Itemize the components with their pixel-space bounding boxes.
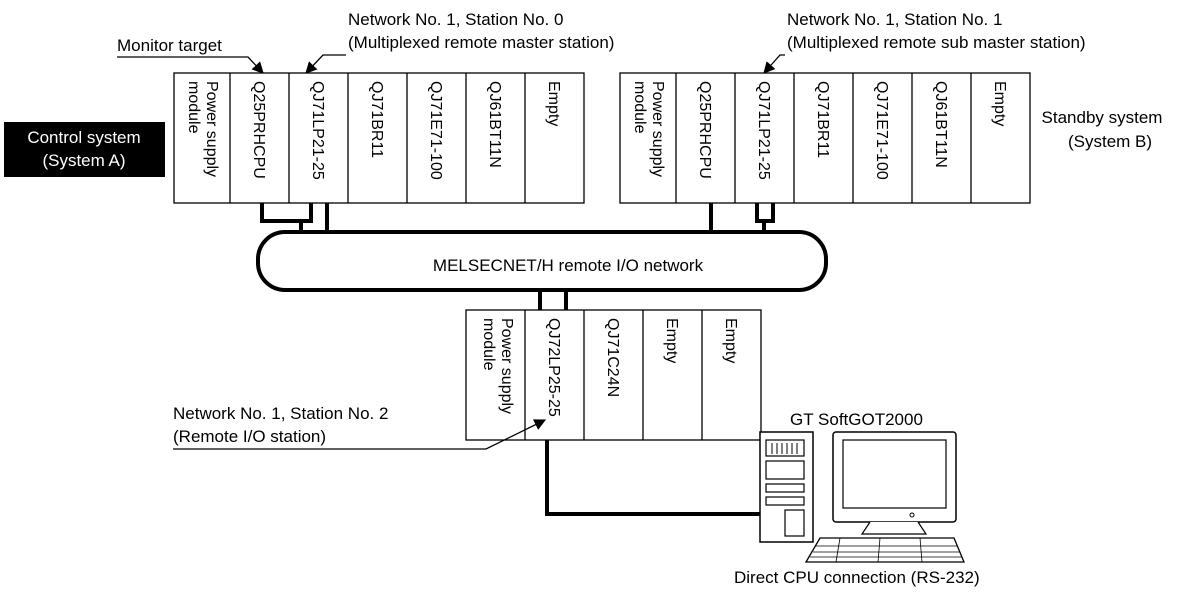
rack-b-power-line2: module [631,81,648,134]
rack-remote: Power supply module QJ72LP25-25 QJ71C24N… [465,309,762,441]
control-system-label-1: Control system [27,128,140,147]
control-system-label-2: (System A) [42,151,125,170]
sub-master-leader [763,54,785,74]
softgot-label: GT SoftGOT2000 [790,410,923,429]
network-cables [260,203,775,234]
rs232-cable [545,440,772,516]
monitor-target-label: Monitor target [117,36,222,55]
pc-icon [759,431,965,563]
rack-b-module-2: QJ71BR11 [814,81,831,158]
remote-io-label-2: (Remote I/O station) [173,427,326,446]
rack-remote-module-0: QJ72LP25-25 [545,318,562,417]
rack-b-power-line1: Power supply [649,81,666,177]
rack-a-power-line1: Power supply [203,81,220,177]
standby-system-label-1: Standby system [1042,108,1163,127]
rack-remote-power-line1: Power supply [498,318,515,414]
rack-b: Power supply module Q25PRHCPU QJ71LP21-2… [619,72,1031,204]
rack-a-module-4: QJ61BT11N [486,81,503,168]
master-station-label-1: Network No. 1, Station No. 0 [348,10,563,29]
remote-io-label-1: Network No. 1, Station No. 2 [173,404,388,423]
monitor-target-leader [117,56,264,74]
rack-remote-module-1: QJ71C24N [604,318,621,397]
rack-b-module-3: QJ71E71-100 [873,81,890,180]
master-station-label-2: (Multiplexed remote master station) [348,33,614,52]
rack-a: Power supply module Q25PRHCPU QJ71LP21-2… [173,72,585,204]
standby-system-label-2: (System B) [1068,132,1152,151]
control-system-badge [4,122,165,177]
rack-a-module-5: Empty [545,81,562,126]
rack-a-module-0: Q25PRHCPU [250,81,267,179]
master-station-leader [305,54,346,74]
sub-master-label-1: Network No. 1, Station No. 1 [787,10,1002,29]
rack-b-module-0: Q25PRHCPU [696,81,713,179]
rack-b-module-4: QJ61BT11N [932,81,949,168]
rack-remote-power-line2: module [480,318,497,371]
rack-b-module-5: Empty [991,81,1008,126]
rack-a-module-2: QJ71BR11 [368,81,385,158]
sub-master-label-2: (Multiplexed remote sub master station) [787,33,1086,52]
rack-b-module-1: QJ71LP21-25 [755,81,772,180]
rack-remote-module-3: Empty [722,318,739,363]
rack-a-module-1: QJ71LP21-25 [309,81,326,180]
rack-remote-module-2: Empty [663,318,680,363]
network-name-label: MELSECNET/H remote I/O network [433,256,704,275]
connection-label: Direct CPU connection (RS-232) [734,568,980,587]
remote-io-leader [173,419,547,450]
rack-a-power-line2: module [185,81,202,134]
rack-a-module-3: QJ71E71-100 [427,81,444,180]
